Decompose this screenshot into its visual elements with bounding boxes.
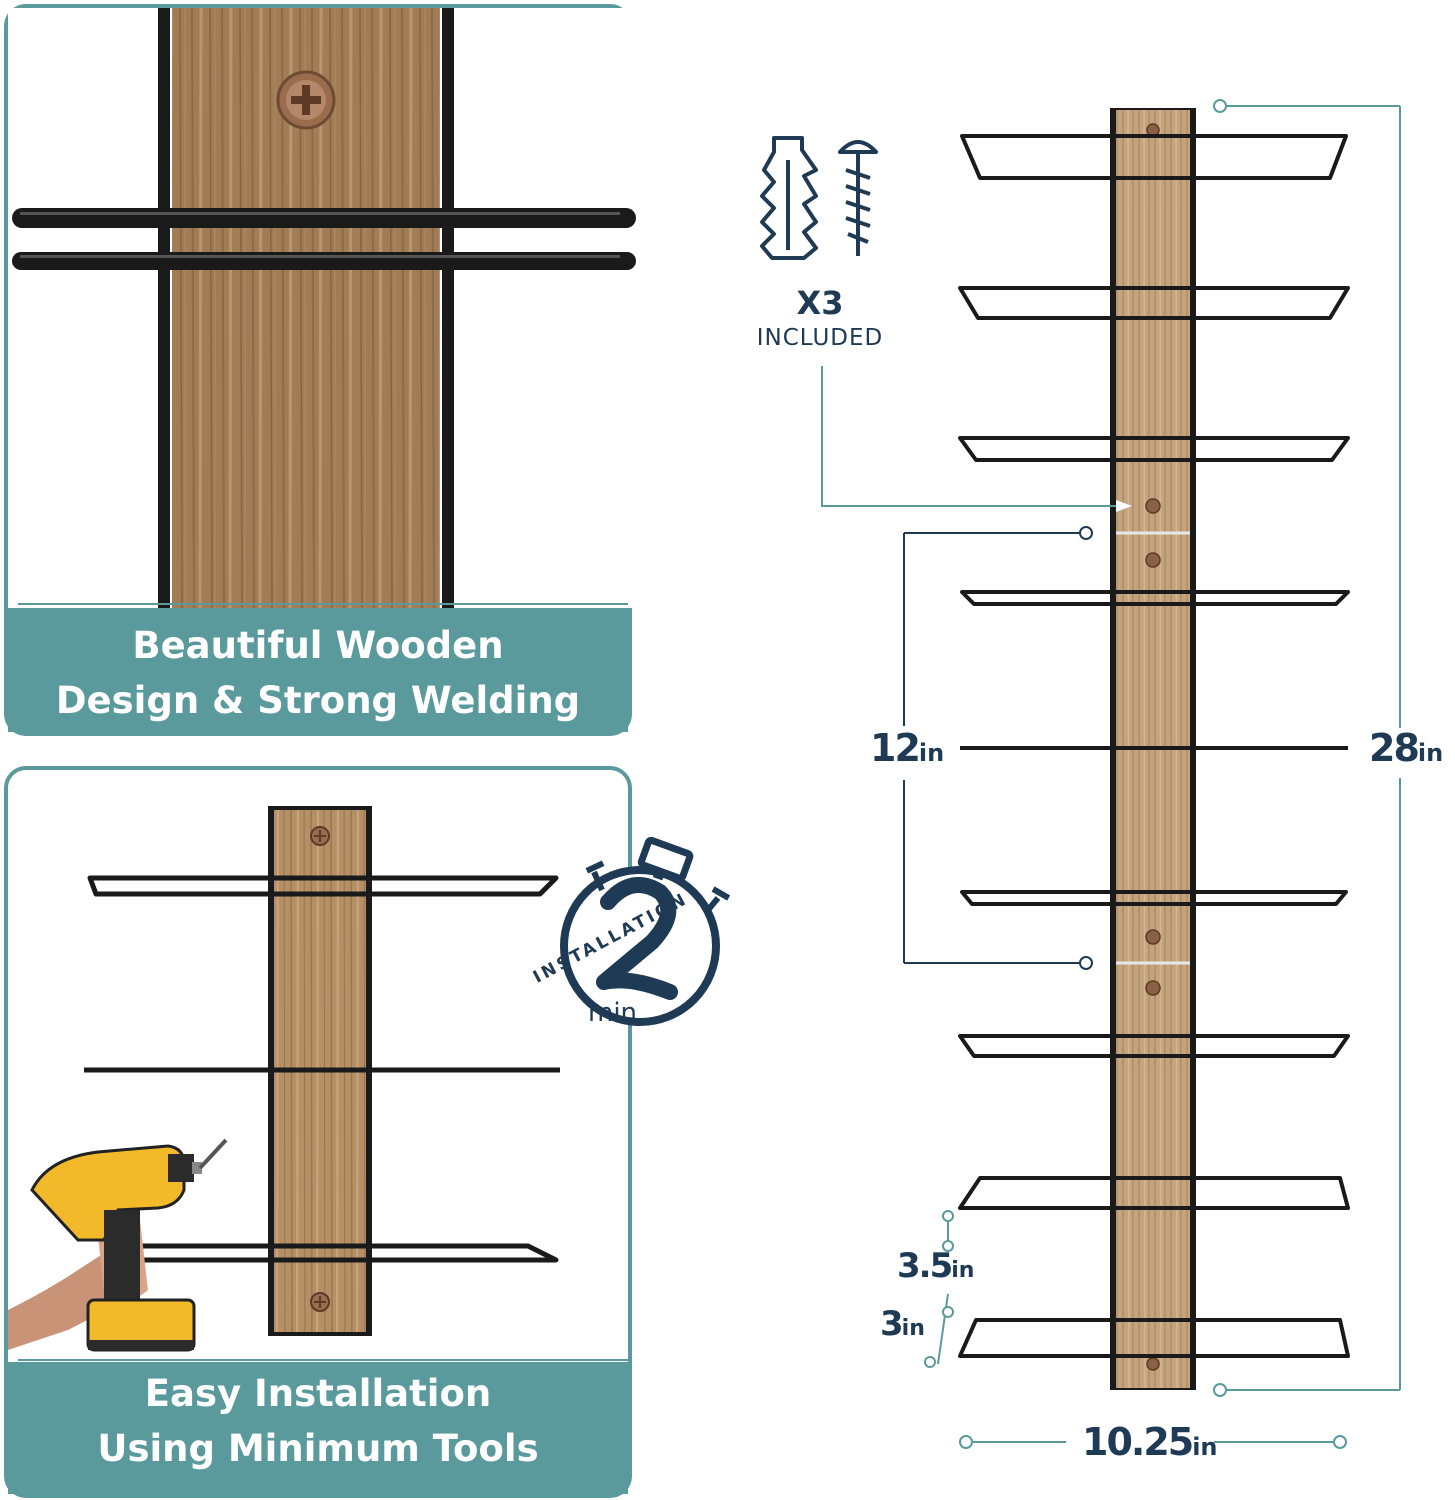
callout-line xyxy=(821,366,1120,507)
width-dimension-label: 10.25in xyxy=(1082,1420,1218,1464)
gap-b-unit: in xyxy=(901,1316,925,1341)
gap-dimension-marker xyxy=(924,1210,954,1368)
rack-holder xyxy=(958,1318,1350,1358)
spacing-unit: in xyxy=(918,739,945,767)
caption-line: Easy Installation xyxy=(144,1372,492,1415)
width-unit: in xyxy=(1192,1433,1218,1461)
installation-panel: 2 min INSTALLATION Easy Installation Usi… xyxy=(4,766,731,1498)
rack-holder xyxy=(960,590,1350,606)
rack-holder xyxy=(138,1243,559,1263)
rack-holder xyxy=(960,890,1348,906)
wall-plug-icon xyxy=(760,136,818,260)
rack-holder xyxy=(87,875,559,897)
screw-icon xyxy=(838,140,878,256)
caption-line: Beautiful Wooden xyxy=(132,624,504,667)
height-value: 28 xyxy=(1369,726,1420,770)
rack-holder xyxy=(960,134,1348,180)
screw-head-icon xyxy=(276,70,336,130)
hardware-label: INCLUDED xyxy=(756,325,884,351)
timer-badge-icon xyxy=(560,836,731,1026)
caption-line: Using Minimum Tools xyxy=(97,1427,539,1470)
rack-holder xyxy=(958,286,1350,320)
screw-head-icon xyxy=(310,1292,330,1312)
width-dimension-line xyxy=(959,1435,1347,1449)
rack-holder xyxy=(958,436,1350,462)
gap-b-value: 3 xyxy=(880,1304,904,1344)
height-unit: in xyxy=(1417,739,1444,767)
gap-a-unit: in xyxy=(951,1258,975,1283)
rack-holder xyxy=(958,1034,1350,1058)
power-drill-icon xyxy=(8,1138,228,1352)
rack-holder xyxy=(958,1176,1350,1210)
horizontal-rod xyxy=(12,252,636,270)
width-value: 10.25 xyxy=(1082,1420,1194,1464)
screw-head-icon xyxy=(1145,123,1161,1371)
hardware-quantity: X3 xyxy=(796,284,844,322)
wood-closeup-illustration xyxy=(8,8,636,608)
gap-a-dimension-label: 3.5in xyxy=(897,1246,974,1286)
spacing-dimension-label: 12in xyxy=(870,726,944,770)
horizontal-rod xyxy=(12,208,636,228)
height-dimension-label: 28in xyxy=(1369,726,1443,770)
installation-illustration xyxy=(8,806,628,1361)
spacing-value: 12 xyxy=(870,726,921,770)
gap-a-value: 3.5 xyxy=(897,1246,953,1286)
wine-rack-dimension-diagram xyxy=(760,99,1401,1449)
gap-b-dimension-label: 3in xyxy=(880,1304,925,1344)
spacing-dimension-line xyxy=(903,526,1093,970)
screw-head-icon xyxy=(310,826,330,846)
wood-welding-panel: Beautiful Wooden Design & Strong Welding xyxy=(4,4,636,736)
top-panel-caption: Beautiful Wooden Design & Strong Welding xyxy=(8,608,628,732)
caption-line: Design & Strong Welding xyxy=(55,679,581,722)
timer-unit: min xyxy=(588,998,638,1028)
height-dimension-line xyxy=(1213,99,1401,1397)
bottom-panel-caption: Easy Installation Using Minimum Tools xyxy=(8,1362,628,1494)
